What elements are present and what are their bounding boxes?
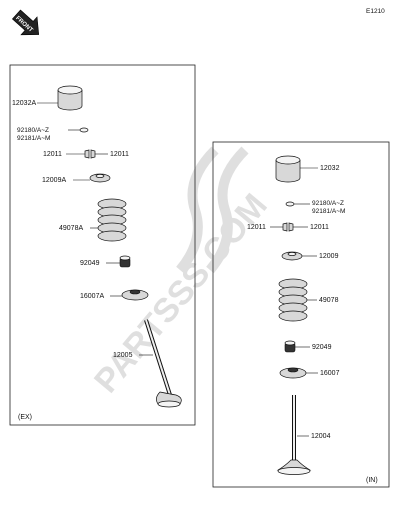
exhaust-panel: 12032A 92180/A~Z 92181/A~M 12011 12011 1… xyxy=(9,64,196,426)
ex-label-spring: 49078A xyxy=(59,225,83,232)
in-label-spring: 49078 xyxy=(319,297,339,304)
ex-label-tappet: 12032A xyxy=(12,100,36,107)
front-arrow-icon: FRONT xyxy=(11,9,40,36)
in-label-tappet: 12032 xyxy=(320,165,340,172)
ex-label-seal: 92049 xyxy=(80,260,100,267)
ex-label-shim-b: 92181/A~M xyxy=(17,135,50,142)
ex-seat xyxy=(121,289,149,301)
in-retainer xyxy=(281,251,303,261)
in-valve xyxy=(276,395,312,475)
in-panel-tag: (IN) xyxy=(366,477,378,484)
watermark: PARTSSS.COM xyxy=(87,146,275,400)
in-shim xyxy=(285,201,295,207)
in-label-cotter-right: 12011 xyxy=(310,224,329,231)
ex-label-valve: 12005 xyxy=(113,352,133,359)
in-seal xyxy=(284,340,296,353)
ex-retainer xyxy=(89,173,111,183)
in-label-cotter-left: 12011 xyxy=(247,224,266,231)
ex-label-seat: 16007A xyxy=(80,293,104,300)
ex-panel-tag: (EX) xyxy=(18,414,32,421)
in-label-seat: 16007 xyxy=(320,370,340,377)
ex-label-retainer: 12009A xyxy=(42,177,66,184)
in-spring xyxy=(278,278,308,322)
ex-seal xyxy=(119,255,131,268)
exhaust-panel-border xyxy=(9,64,196,426)
ex-label-cotter-left: 12011 xyxy=(43,151,62,158)
in-label-shim-b: 92181/A~M xyxy=(312,208,345,215)
figure-code: E1210 xyxy=(366,8,385,15)
ex-tappet xyxy=(57,85,83,111)
in-seat xyxy=(279,367,307,379)
in-cotters xyxy=(282,222,294,232)
intake-panel: 12032 92180/A~Z 92181/A~M 12011 12011 12… xyxy=(212,141,390,488)
in-tappet xyxy=(275,155,301,183)
ex-label-shim-a: 92180/A~Z xyxy=(17,127,49,134)
intake-panel-border xyxy=(212,141,390,488)
in-label-seal: 92049 xyxy=(312,344,332,351)
ex-shim xyxy=(79,127,89,133)
in-label-valve: 12004 xyxy=(311,433,331,440)
ex-label-cotter-right: 12011 xyxy=(110,151,129,158)
ex-cotters xyxy=(84,149,96,159)
in-label-shim-a: 92180/A~Z xyxy=(312,200,344,207)
in-label-retainer: 12009 xyxy=(319,253,339,260)
ex-valve xyxy=(144,319,182,408)
ex-spring xyxy=(97,198,127,242)
